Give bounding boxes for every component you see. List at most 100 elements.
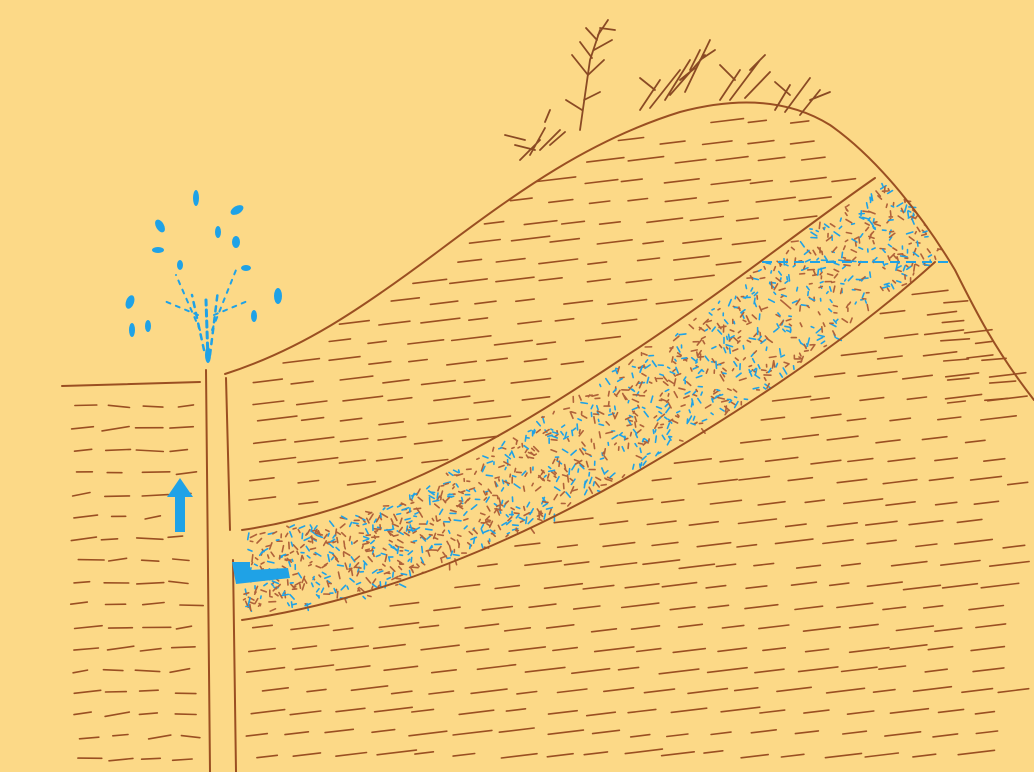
texture-stroke <box>678 415 679 417</box>
texture-stroke <box>497 505 499 506</box>
texture-stroke <box>344 541 345 545</box>
texture-stroke <box>845 279 846 281</box>
texture-stroke <box>629 421 632 422</box>
texture-stroke <box>352 570 353 576</box>
texture-stroke <box>350 564 351 567</box>
texture-stroke <box>311 529 312 532</box>
texture-stroke <box>306 533 307 535</box>
texture-stroke <box>252 555 253 562</box>
texture-stroke <box>613 371 615 372</box>
texture-stroke <box>422 547 423 553</box>
texture-stroke <box>363 519 365 520</box>
texture-stroke <box>785 326 791 327</box>
texture-stroke <box>373 554 374 557</box>
texture-stroke <box>914 265 915 271</box>
texture-stroke <box>682 358 687 359</box>
texture-stroke <box>873 228 875 229</box>
texture-stroke <box>647 453 650 454</box>
texture-stroke <box>754 298 755 303</box>
texture-stroke <box>462 491 465 492</box>
texture-stroke <box>935 256 936 259</box>
texture-stroke <box>849 302 850 304</box>
texture-stroke <box>518 447 520 448</box>
texture-stroke <box>833 306 837 307</box>
texture-stroke <box>142 758 161 759</box>
texture-stroke <box>789 275 790 281</box>
texture-stroke <box>680 440 683 441</box>
texture-stroke <box>909 243 911 244</box>
texture-stroke <box>819 287 822 288</box>
texture-stroke <box>579 430 580 433</box>
texture-stroke <box>462 498 463 501</box>
texture-stroke <box>620 377 624 378</box>
texture-stroke <box>804 266 805 269</box>
texture-stroke <box>389 531 392 532</box>
texture-stroke <box>791 241 798 242</box>
texture-stroke <box>723 373 726 374</box>
texture-stroke <box>749 366 751 367</box>
texture-stroke <box>771 271 772 273</box>
texture-stroke <box>598 419 599 421</box>
texture-stroke <box>507 533 509 534</box>
texture-stroke <box>261 596 262 598</box>
texture-stroke <box>852 224 855 225</box>
texture-stroke <box>513 476 516 477</box>
texture-stroke <box>746 285 747 289</box>
texture-stroke <box>255 592 256 594</box>
texture-stroke <box>548 480 550 481</box>
texture-stroke <box>766 263 770 264</box>
texture-stroke <box>467 490 470 491</box>
texture-stroke <box>578 469 579 472</box>
texture-stroke <box>859 237 860 243</box>
texture-stroke <box>525 436 526 442</box>
texture-stroke <box>691 368 692 371</box>
texture-stroke <box>400 547 403 548</box>
texture-stroke <box>474 489 475 491</box>
texture-stroke <box>458 535 461 536</box>
texture-stroke <box>430 492 435 493</box>
texture-stroke <box>904 200 905 203</box>
texture-stroke <box>270 597 272 598</box>
texture-stroke <box>453 484 455 485</box>
texture-stroke <box>819 222 820 228</box>
texture-stroke <box>913 273 914 275</box>
texture-stroke <box>488 520 491 521</box>
texture-stroke <box>366 549 370 550</box>
texture-stroke <box>712 399 713 402</box>
texture-stroke <box>759 314 760 320</box>
texture-stroke <box>474 538 475 544</box>
texture-stroke <box>449 531 450 534</box>
texture-stroke <box>604 449 605 454</box>
texture-stroke <box>886 204 887 207</box>
texture-stroke <box>513 525 519 526</box>
texture-stroke <box>293 604 296 605</box>
texture-stroke <box>908 212 909 217</box>
texture-stroke <box>436 516 437 521</box>
texture-stroke <box>820 282 823 283</box>
texture-stroke <box>609 402 610 406</box>
texture-stroke <box>362 546 363 549</box>
texture-stroke <box>632 373 633 377</box>
texture-stroke <box>640 448 641 452</box>
texture-stroke <box>770 282 776 283</box>
texture-stroke <box>625 438 628 439</box>
texture-stroke <box>668 367 670 368</box>
texture-stroke <box>143 406 163 407</box>
texture-stroke <box>300 584 301 588</box>
texture-stroke <box>528 430 531 431</box>
texture-stroke <box>601 485 606 486</box>
texture-stroke <box>874 222 877 223</box>
texture-stroke <box>655 430 656 432</box>
texture-stroke <box>712 309 714 310</box>
texture-stroke <box>827 292 828 294</box>
texture-stroke <box>302 533 303 538</box>
texture-stroke <box>766 347 767 350</box>
texture-stroke <box>581 403 587 404</box>
texture-stroke <box>482 544 483 547</box>
texture-stroke <box>733 369 734 371</box>
texture-stroke <box>781 296 783 297</box>
texture-stroke <box>347 586 348 589</box>
texture-stroke <box>414 508 421 509</box>
texture-stroke <box>250 605 251 611</box>
texture-stroke <box>516 441 517 444</box>
